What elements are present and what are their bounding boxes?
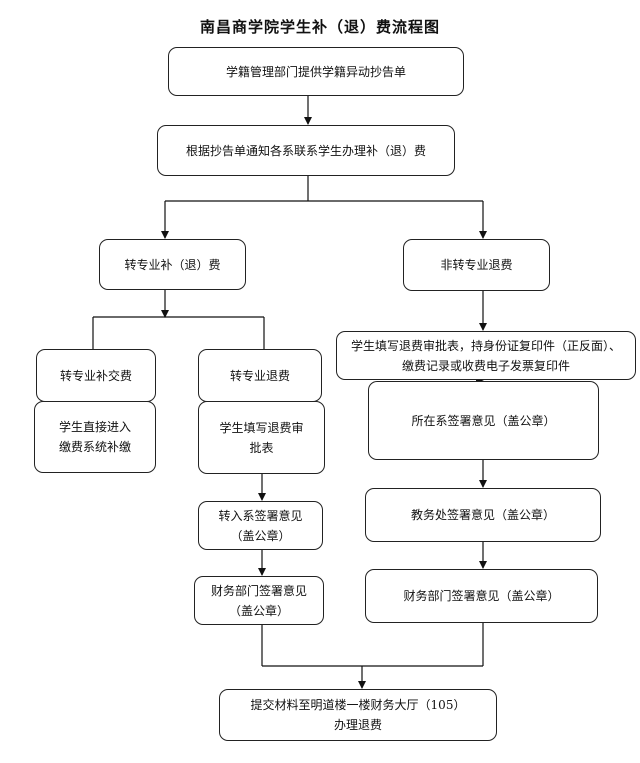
box-dept-sign: 所在系签署意见（盖公章） [368, 381, 599, 460]
box-transfer-refund: 转专业退费 [198, 349, 322, 402]
box-start: 学籍管理部门提供学籍异动抄告单 [168, 47, 464, 96]
box-in-dept-sign: 转入系签署意见 （盖公章） [198, 501, 323, 550]
box-pay-direct: 学生直接进入 缴费系统补缴 [34, 401, 156, 473]
box-submit: 提交材料至明道楼一楼财务大厅（105） 办理退费 [219, 689, 497, 741]
box-transfer: 转专业补（退）费 [99, 239, 246, 290]
box-non-transfer: 非转专业退费 [403, 239, 550, 291]
box-finance-left: 财务部门签署意见 （盖公章） [194, 576, 324, 625]
box-nt-refund-form: 学生填写退费审批表，持身份证复印件（正反面）、 缴费记录或收费电子发票复印件 [336, 331, 636, 380]
box-notify: 根据抄告单通知各系联系学生办理补（退）费 [157, 125, 455, 176]
box-academic-sign: 教务处签署意见（盖公章） [365, 488, 601, 542]
page-title: 南昌商学院学生补（退）费流程图 [199, 18, 440, 36]
box-finance-right: 财务部门签署意见（盖公章） [365, 569, 598, 623]
box-transfer-pay: 转专业补交费 [36, 349, 156, 402]
box-refund-form: 学生填写退费审 批表 [198, 401, 325, 474]
